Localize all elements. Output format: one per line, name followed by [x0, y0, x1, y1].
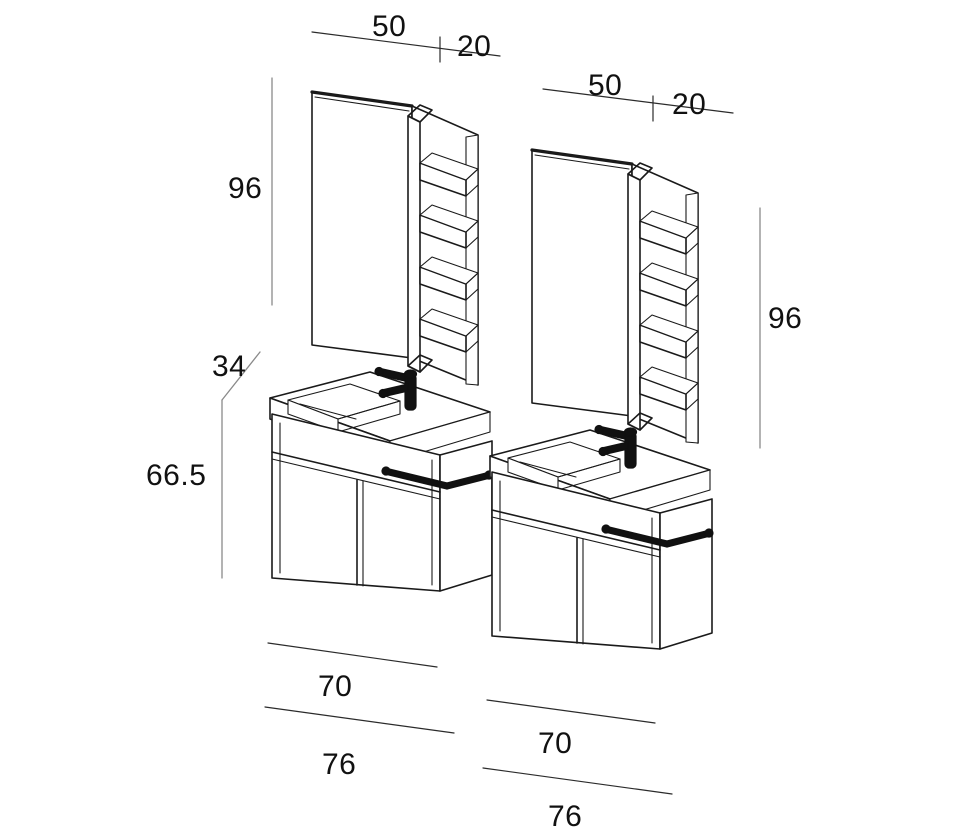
- dimension-label-cabinet-width-right: 70: [538, 727, 573, 760]
- shelf-right-4: [639, 366, 699, 411]
- cabinet-doors-right: [576, 537, 584, 645]
- shelf-left-3: [419, 256, 479, 301]
- dimension-label-mirror-width-left: 50: [372, 10, 407, 43]
- dimension-label-countertop-depth: 34: [212, 350, 247, 383]
- dimension-label-shelf-width-right: 20: [672, 88, 707, 121]
- faucet-left: [374, 366, 418, 411]
- shelf-right-3: [639, 314, 699, 359]
- mirror-panel-left: [310, 90, 414, 359]
- dimension-lines-group: [221, 31, 761, 795]
- assembly-right: [489, 148, 714, 650]
- shelf-column-left: [407, 104, 479, 386]
- dim-70-right: [486, 699, 656, 724]
- shelf-left-1: [419, 152, 479, 197]
- dimension-label-top-width-left: 76: [322, 748, 357, 781]
- basin-right: [507, 441, 621, 491]
- dim-76-left: [264, 706, 455, 734]
- assembly-left: [269, 90, 494, 592]
- towel-rail-left: [381, 466, 494, 490]
- dimension-label-mirror-height-left: 96: [228, 172, 263, 205]
- dim-34-and-665: [221, 351, 261, 579]
- dim-50-20-right: [542, 88, 734, 122]
- shelf-right-2: [639, 262, 699, 307]
- dimension-label-shelf-width-left: 20: [457, 30, 492, 63]
- dimension-label-mirror-width-right: 50: [588, 69, 623, 102]
- towel-rail-right: [601, 524, 714, 548]
- dimension-label-top-width-right: 76: [548, 800, 583, 833]
- dim-70-left: [267, 642, 438, 668]
- vanity-cabinet-right: [491, 471, 714, 650]
- drawer-left: [271, 451, 441, 500]
- mirror-panel-right: [530, 148, 634, 417]
- dimension-label-cabinet-height: 66.5: [146, 459, 207, 492]
- vanity-cabinet-left: [271, 413, 494, 592]
- dimension-label-mirror-height-right: 96: [768, 302, 803, 335]
- shelf-column-right: [627, 162, 699, 444]
- dim-50-20-left: [311, 31, 501, 63]
- shelf-left-2: [419, 204, 479, 249]
- countertop-right: [489, 424, 711, 521]
- drawer-right: [491, 509, 661, 558]
- cabinet-doors-left: [356, 479, 364, 587]
- dimension-label-cabinet-width-left: 70: [318, 670, 353, 703]
- faucet-right: [594, 424, 638, 469]
- shelf-right-1: [639, 210, 699, 255]
- dim-76-right: [482, 767, 673, 795]
- shelf-left-4: [419, 308, 479, 353]
